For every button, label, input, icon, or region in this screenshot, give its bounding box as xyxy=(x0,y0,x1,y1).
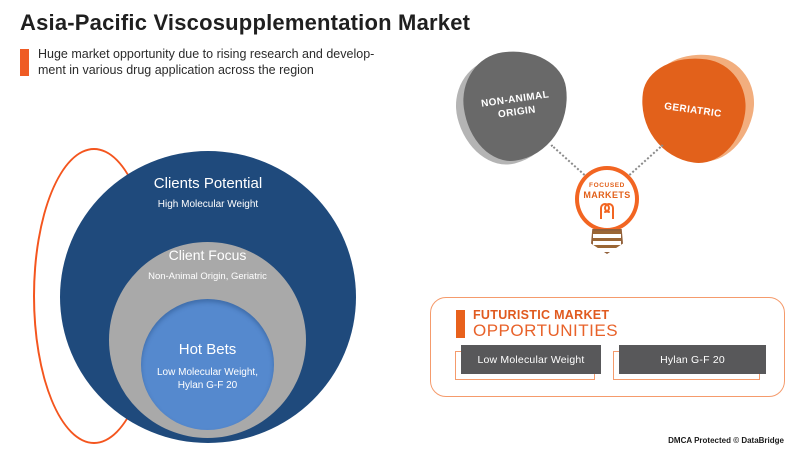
lightbulb-glass: FOCUSED MARKETS xyxy=(575,166,639,232)
opportunity-item-label: Hylan G-F 20 xyxy=(619,345,766,374)
copyright-notice: DMCA Protected © DataBridge xyxy=(668,436,784,445)
page-title: Asia-Pacific Viscosupplementation Market xyxy=(20,10,471,35)
subtitle-line-2: ment in various drug application across … xyxy=(38,63,314,77)
subtitle-text: Huge market opportunity due to rising re… xyxy=(38,46,374,78)
hot-bets-sublabel-line-2: Hylan G-F 20 xyxy=(177,380,238,391)
non-animal-origin-label: NON-ANIMAL ORIGIN xyxy=(480,88,550,121)
lightbulb-base xyxy=(591,229,623,254)
opportunities-heading-line-1: FUTURISTIC MARKET xyxy=(473,308,610,322)
subtitle-line-1: Huge market opportunity due to rising re… xyxy=(38,47,375,61)
hot-bets-sublabel-line-1: Low Molecular Weight, xyxy=(157,367,258,378)
focused-markets-label-line-1: FOCUSED xyxy=(589,181,625,189)
client-focus-sublabel: Non-Animal Origin, Geriatric xyxy=(148,271,267,282)
hot-bets-label: Hot Bets xyxy=(178,341,237,358)
opportunities-panel: FUTURISTIC MARKET OPPORTUNITIES Low Mole… xyxy=(430,297,785,397)
opportunity-item-low-molecular-weight: Low Molecular Weight xyxy=(455,345,601,380)
focused-markets-label-line-2: MARKETS xyxy=(583,189,631,200)
opportunity-item-hylan-gf-20: Hylan G-F 20 xyxy=(613,345,766,380)
clients-potential-label: Clients Potential xyxy=(153,175,263,192)
geriatric-label: GERIATRIC xyxy=(663,100,723,120)
subtitle-accent-bar xyxy=(20,49,29,76)
opportunities-accent-bar xyxy=(456,310,465,338)
client-focus-label: Client Focus xyxy=(168,247,247,263)
clients-potential-sublabel: High Molecular Weight xyxy=(157,199,259,210)
subtitle-block: Huge market opportunity due to rising re… xyxy=(20,46,374,78)
lightbulb-icon: FOCUSED MARKETS xyxy=(575,166,639,254)
opportunity-item-label: Low Molecular Weight xyxy=(461,345,601,374)
filament-icon xyxy=(600,202,614,219)
circle-hot-bets xyxy=(141,299,274,430)
hot-bets-sublabel: Low Molecular Weight, Hylan G-F 20 xyxy=(141,366,274,392)
opportunities-heading-line-2: OPPORTUNITIES xyxy=(473,321,619,340)
opportunities-heading: FUTURISTIC MARKET OPPORTUNITIES xyxy=(456,308,618,340)
